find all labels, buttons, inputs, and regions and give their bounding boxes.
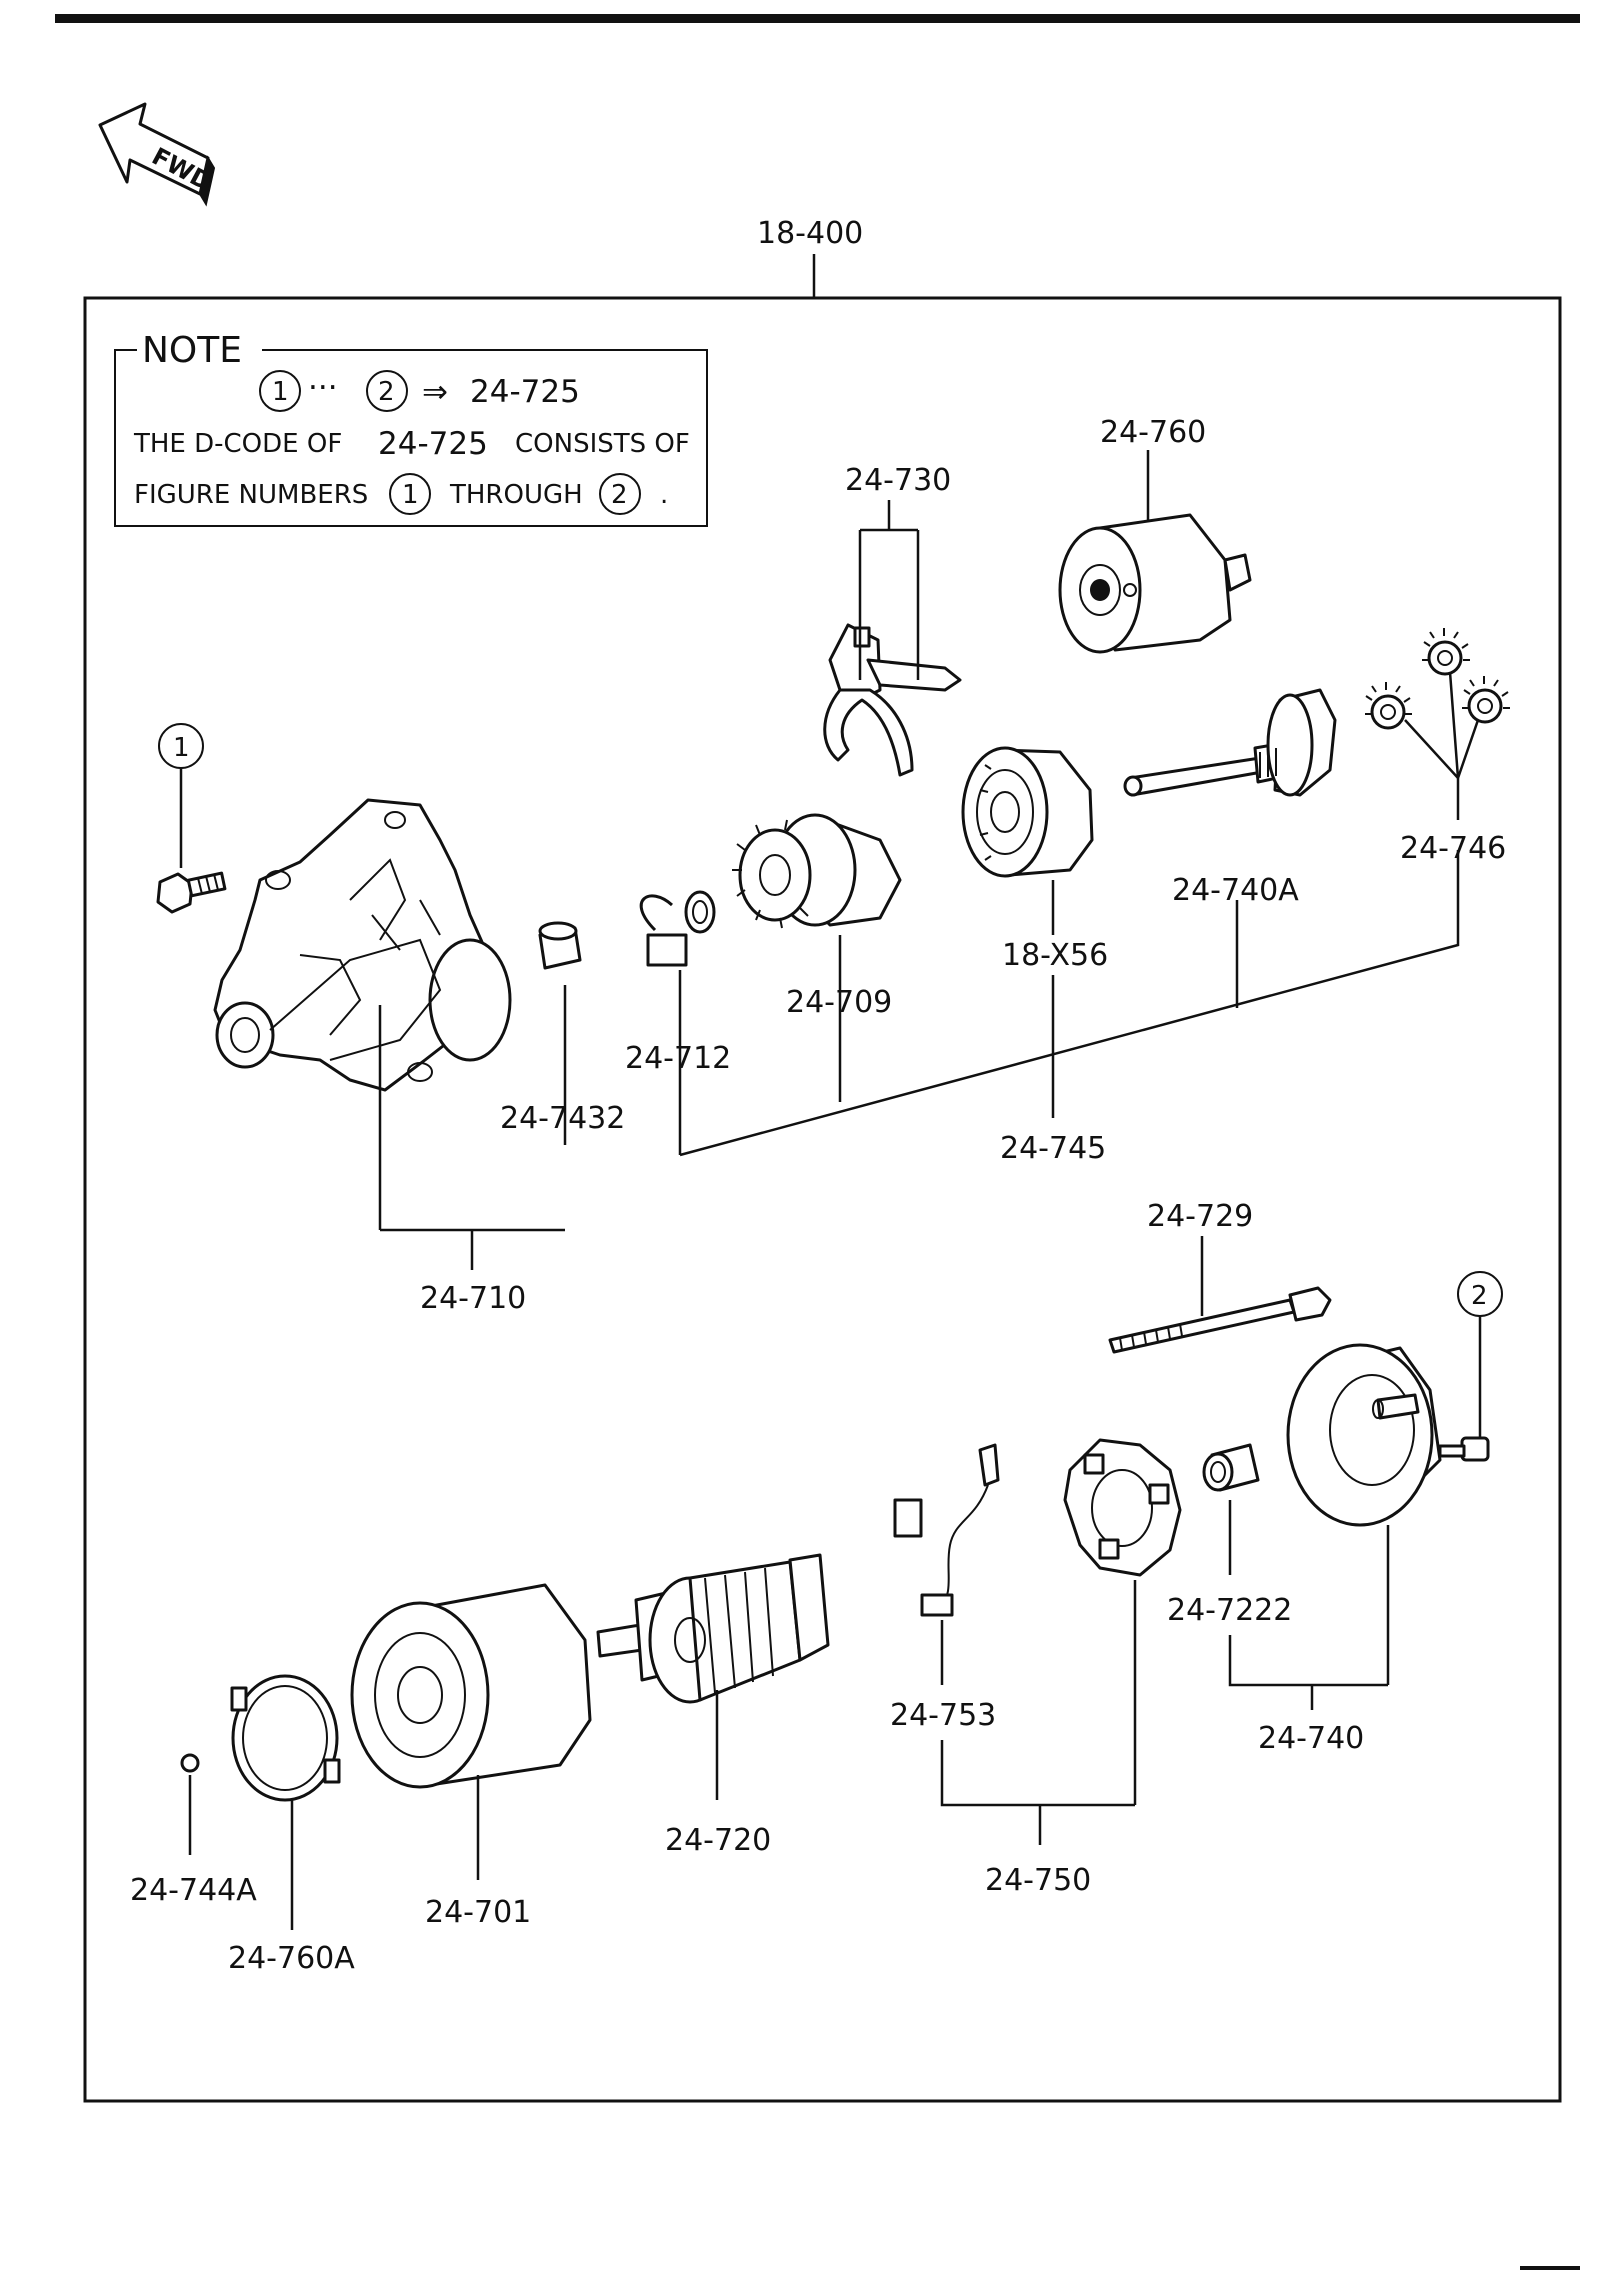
seal-ring-icon (230, 1674, 341, 1802)
label-24-760A: 24-760A (228, 1941, 355, 1976)
armature-icon (596, 1553, 830, 1704)
assembly-label: 18-400 (757, 216, 863, 251)
snap-ring-icon (639, 890, 716, 967)
bottom-rule (1520, 2266, 1580, 2270)
note-target-code: 24-725 (470, 374, 580, 410)
label-24-712: 24-712 (625, 1041, 731, 1076)
label-18-X56: 18-X56 (1002, 938, 1108, 973)
note-arrow: ⇒ (422, 374, 448, 410)
pinion-clutch-icon (732, 813, 902, 929)
label-24-7432: 24-7432 (500, 1101, 625, 1136)
note-fig-from: 1 (272, 377, 289, 407)
internal-gear-icon (961, 746, 1094, 878)
note-box: NOTE 1 ··· 2 ⇒ 24-725 THE D-CODE OF 24-7… (114, 330, 708, 527)
label-24-701: 24-701 (425, 1895, 531, 1930)
label-24-740: 24-740 (1258, 1721, 1364, 1756)
label-24-7222: 24-7222 (1167, 1593, 1292, 1628)
planetary-assembly-bracket (679, 850, 1460, 1157)
bolt-icon (156, 871, 227, 914)
end-cover-bracket (1228, 1635, 1388, 1687)
through-bolt-icon (1108, 1286, 1332, 1354)
label-24-753: 24-753 (890, 1698, 996, 1733)
bushing-icon (538, 921, 582, 970)
end-cover-icon (1286, 1343, 1442, 1527)
label-24-709: 24-709 (786, 985, 892, 1020)
front-housing-icon (213, 798, 512, 1092)
note-line2-code: 24-725 (378, 426, 488, 462)
fwd-arrow-icon: FWD (98, 102, 216, 207)
label-24-740A: 24-740A (1172, 873, 1299, 908)
figure-marker-1: 1 (158, 723, 204, 868)
note-line3-prefix: FIGURE NUMBERS (134, 480, 368, 510)
label-24-720: 24-720 (665, 1823, 771, 1858)
note-line3-middle: THROUGH (449, 480, 583, 510)
label-24-744A: 24-744A (130, 1873, 257, 1908)
label-24-730: 24-730 (845, 463, 951, 498)
planet-gears-leader-fan (1404, 671, 1480, 779)
screw-icon (1438, 1436, 1490, 1462)
figure-marker-2: 2 (1457, 1271, 1503, 1438)
solenoid-icon (1058, 513, 1252, 654)
rear-bushing-icon (1202, 1443, 1260, 1492)
label-24-745: 24-745 (1000, 1131, 1106, 1166)
brush-holder-icon (1063, 1438, 1182, 1577)
assembly-frame (83, 296, 1562, 2103)
note-fig-to: 2 (378, 377, 395, 407)
brush-assembly-bracket (940, 1740, 1135, 1807)
label-24-750: 24-750 (985, 1863, 1091, 1898)
yoke-icon (350, 1583, 592, 1789)
label-24-746: 24-746 (1400, 831, 1506, 866)
label-24-710: 24-710 (420, 1281, 526, 1316)
shift-lever-icon (823, 623, 962, 777)
note-line2-prefix: THE D-CODE OF (133, 429, 342, 459)
label-24-760: 24-760 (1100, 415, 1206, 450)
note-line2-suffix: CONSISTS OF (515, 429, 690, 459)
output-shaft-icon (1123, 688, 1337, 797)
svg-text:2: 2 (1471, 1281, 1488, 1311)
note-line3-fig-to: 2 (611, 480, 628, 510)
note-line3-end: . (660, 480, 668, 510)
label-24-729: 24-729 (1147, 1199, 1253, 1234)
svg-text:1: 1 (173, 733, 190, 763)
steel-ball-icon (180, 1753, 200, 1773)
planet-gears-icon (1365, 628, 1510, 730)
top-rule (55, 14, 1580, 23)
brush-lead-icon (893, 1443, 1000, 1617)
note-line3-fig-from: 1 (402, 480, 419, 510)
note-title: NOTE (142, 330, 242, 371)
note-ellipsis: ··· (308, 370, 338, 406)
